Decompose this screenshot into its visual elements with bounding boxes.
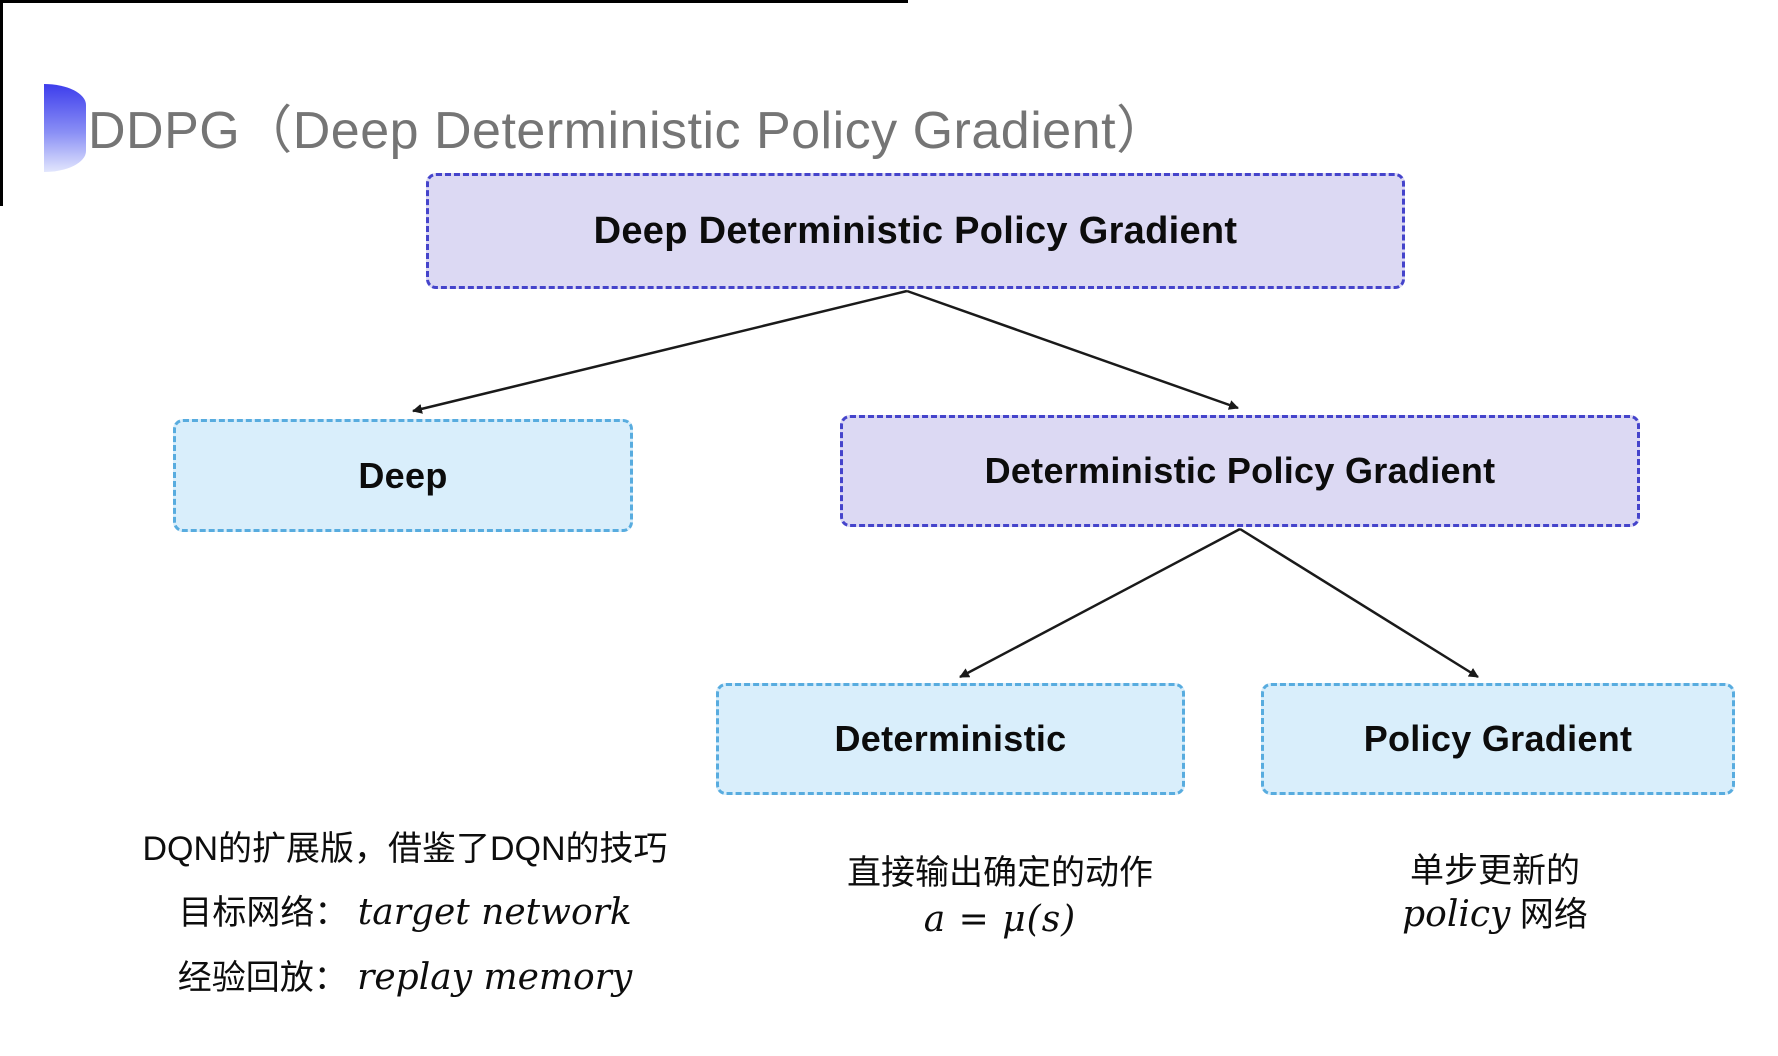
note-deep-replay-memory: 经验回放： replay memory: [110, 960, 700, 996]
note-word-zh: 网络: [1519, 896, 1588, 934]
note-deep-summary: DQN的扩展版，借鉴了DQN的技巧: [142, 830, 668, 868]
title-row: DDPG（Deep Deterministic Policy Gradient）: [0, 76, 1778, 186]
note-deep-target-network: 目标网络： target network: [110, 895, 700, 931]
note-value-en: replay memory: [357, 957, 633, 998]
arrow-root-to-dpg: [906, 289, 1239, 410]
node-label: Policy Gradient: [1363, 718, 1633, 759]
notes-deep: DQN的扩展版，借鉴了DQN的技巧 目标网络： target network 经…: [110, 832, 700, 1025]
note-label-zh: 目标网络：: [178, 894, 349, 932]
half-circle-bullet-icon: [44, 84, 86, 172]
node-label: Deterministic: [834, 718, 1067, 759]
page-title: DDPG（Deep Deterministic Policy Gradient）: [88, 102, 1169, 160]
frame-border-left: [0, 0, 3, 206]
node-label: Deep Deterministic Policy Gradient: [593, 209, 1238, 252]
node-label: Deep: [358, 454, 448, 496]
note-label-zh: 经验回放：: [177, 959, 348, 997]
note-policy-network: policy 网络: [1305, 897, 1685, 933]
node-deep-deterministic-policy-gradient: Deep Deterministic Policy Gradient: [426, 173, 1405, 289]
node-label: Deterministic Policy Gradient: [984, 450, 1496, 491]
note-deterministic-formula: a = μ(s): [923, 899, 1077, 940]
notes-deterministic: 直接输出确定的动作 a = μ(s): [780, 856, 1220, 950]
frame-border-top: [0, 0, 908, 3]
arrow-dpg-to-policy-gradient: [1239, 527, 1479, 679]
arrow-dpg-to-deterministic: [959, 527, 1241, 679]
note-value-en: target network: [357, 892, 632, 933]
node-deterministic-policy-gradient: Deterministic Policy Gradient: [840, 415, 1640, 527]
notes-policy-gradient: 单步更新的 policy 网络: [1305, 854, 1685, 942]
arrow-root-to-deep: [412, 289, 908, 414]
note-policy-gradient-summary: 单步更新的: [1410, 852, 1580, 890]
node-deep: Deep: [173, 419, 633, 532]
node-policy-gradient: Policy Gradient: [1261, 683, 1735, 795]
note-deterministic-summary: 直接输出确定的动作: [847, 854, 1153, 892]
node-deterministic: Deterministic: [716, 683, 1185, 795]
note-word-en: policy: [1402, 894, 1511, 935]
